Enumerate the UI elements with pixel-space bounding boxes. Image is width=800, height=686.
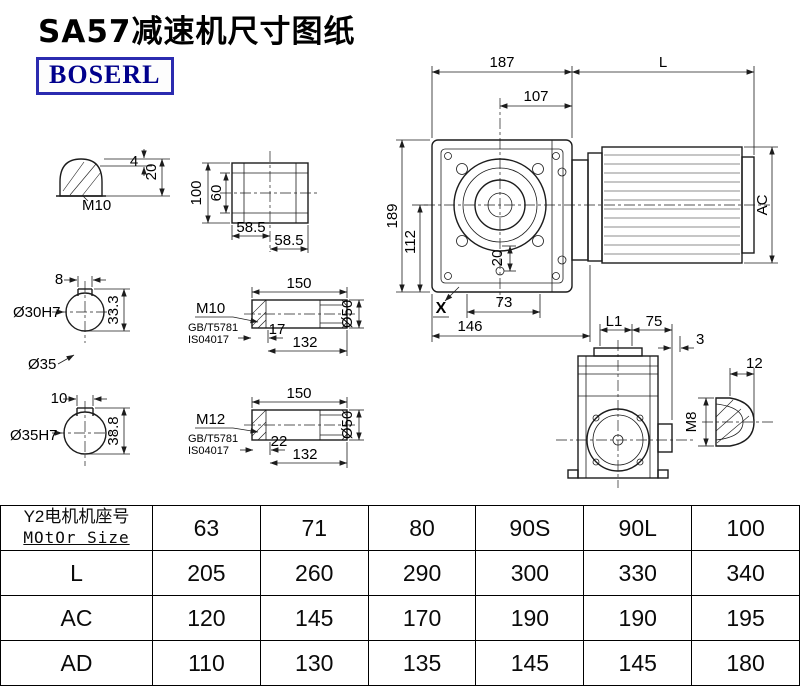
view-x-label: X (436, 300, 447, 317)
dia-30h7-label: Ø30H7 (13, 304, 61, 321)
size-col-90L: 90L (583, 505, 693, 551)
value-AC-63: 120 (152, 595, 261, 641)
std-iso-label: IS04017 (188, 334, 229, 346)
table-row-AC: AC 120 145 170 190 190 195 (0, 595, 800, 641)
rear-view: L1 75 3 (556, 313, 704, 488)
dim-150-b: 150 (286, 385, 311, 402)
dim-d50-b: Ø50 (339, 411, 356, 439)
size-col-80: 80 (367, 505, 477, 551)
technical-drawing: M10 4 20 100 60 58.5 58.5 8 Ø30H7 33.3 Ø… (10, 54, 778, 488)
dim-132-a: 132 (292, 334, 317, 351)
dim-60: 60 (208, 185, 225, 202)
plug-dome-outline (715, 397, 755, 447)
dim-75: 75 (646, 313, 663, 330)
dim-L1: L1 (606, 313, 623, 330)
table-row-AD: AD 110 130 135 145 145 180 (0, 640, 800, 686)
motor-size-table: Y2电机机座号 MOtOr Size 63 71 80 90S 90L 100 … (0, 505, 800, 686)
dim-73: 73 (496, 294, 513, 311)
dim-L: L (659, 54, 667, 71)
dim-58-5-b: 58.5 (274, 232, 303, 249)
dim-38-8: 38.8 (105, 416, 122, 445)
value-AD-71: 130 (259, 640, 369, 686)
value-AD-90L: 145 (583, 640, 693, 686)
shaft-thread-label: M10 (196, 300, 225, 317)
value-AC-71: 145 (259, 595, 369, 641)
dim-33-3: 33.3 (105, 295, 122, 324)
dim-AC: AC (754, 194, 771, 215)
dim-146: 146 (457, 318, 482, 335)
page-title: SA57减速机尺寸图纸 (38, 14, 356, 50)
row-label-AD: AD (0, 640, 153, 686)
motor-frame-label-cn: Y2电机机座号 (23, 507, 130, 526)
dim-20-plug: 20 (143, 164, 160, 181)
input-shaft-stub (657, 423, 673, 453)
bore-35-section: 10 Ø35H7 38.8 (10, 390, 130, 466)
dim-132-b: 132 (292, 446, 317, 463)
value-L-71: 260 (259, 550, 369, 596)
value-AC-80: 170 (367, 595, 477, 641)
motor-frame-label-en: MOtOr Size (23, 528, 130, 547)
table-header-row: Y2电机机座号 MOtOr Size 63 71 80 90S 90L 100 (0, 505, 800, 551)
dia-35-label: Ø35 (28, 356, 56, 373)
dim-8: 8 (55, 271, 63, 288)
value-AC-90S: 190 (475, 595, 585, 641)
dim-150-a: 150 (286, 275, 311, 292)
dim-107: 107 (523, 88, 548, 105)
dim-58-5-a: 58.5 (236, 219, 265, 236)
table-row-L: L 205 260 290 300 330 340 (0, 550, 800, 596)
size-col-71: 71 (259, 505, 369, 551)
dim-4: 4 (130, 153, 138, 170)
value-AC-100: 195 (691, 595, 800, 641)
size-col-90S: 90S (475, 505, 585, 551)
dim-20-main: 20 (489, 250, 506, 267)
dim-100: 100 (188, 180, 205, 205)
motor-end-cap (741, 156, 755, 254)
std-iso-label: IS04017 (188, 445, 229, 457)
dim-187: 187 (489, 54, 514, 71)
dim-189: 189 (384, 203, 401, 228)
value-L-80: 290 (367, 550, 477, 596)
value-L-90S: 300 (475, 550, 585, 596)
value-L-90L: 330 (583, 550, 693, 596)
dim-112: 112 (402, 230, 419, 254)
brand-logo: BOSERL (36, 57, 174, 95)
dim-22: 22 (271, 433, 288, 450)
size-col-63: 63 (152, 505, 261, 551)
plug-thread-label: M10 (82, 197, 111, 214)
shaft-m10-view: 150 M10 GB/T5781 IS04017 17 132 Ø50 (188, 275, 364, 356)
value-AC-90L: 190 (583, 595, 693, 641)
plug-m10-view: M10 4 20 (56, 149, 170, 214)
adapter-bell (571, 159, 589, 261)
row-label-AC: AC (0, 595, 153, 641)
std-gb-label: GB/T5781 (188, 433, 238, 445)
dim-d50-a: Ø50 (339, 300, 356, 328)
gearbox-outline (431, 139, 573, 293)
plug-m8-view: M8 12 (683, 355, 774, 447)
plug-dome-outline (59, 158, 103, 197)
dim-10: 10 (51, 390, 68, 407)
row-label-L: L (0, 550, 153, 596)
bore-30-section: 8 Ø30H7 33.3 Ø35 (13, 271, 130, 373)
dim-12: 12 (746, 355, 763, 372)
main-assembly-view: 187 L 107 189 112 20 73 146 AC X (384, 54, 778, 342)
motor-size-header-cell: Y2电机机座号 MOtOr Size (0, 505, 153, 551)
std-gb-label: GB/T5781 (188, 322, 238, 334)
value-AD-63: 110 (152, 640, 261, 686)
shaft-thread-label: M12 (196, 411, 225, 428)
dim-17: 17 (269, 321, 286, 338)
value-AD-80: 135 (367, 640, 477, 686)
flange-top-view: 100 60 58.5 58.5 (188, 151, 320, 253)
motor-flange (587, 152, 603, 262)
value-L-100: 340 (691, 550, 800, 596)
dim-M8: M8 (683, 412, 700, 433)
size-col-100: 100 (691, 505, 800, 551)
shaft-m12-view: 150 M12 GB/T5781 IS04017 22 132 Ø50 (188, 385, 364, 468)
dia-35h7-label: Ø35H7 (10, 427, 58, 444)
value-AD-100: 180 (691, 640, 800, 686)
value-AD-90S: 145 (475, 640, 585, 686)
value-L-63: 205 (152, 550, 261, 596)
dim-3: 3 (696, 331, 704, 348)
